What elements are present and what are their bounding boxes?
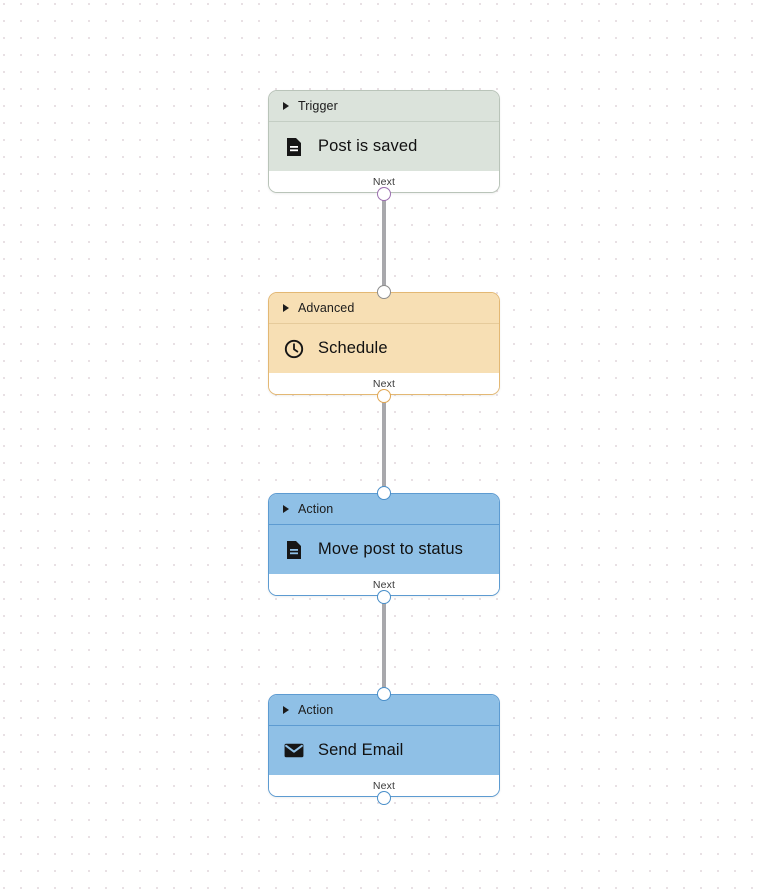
node-body-action-move-post[interactable]: Move post to status	[269, 525, 499, 574]
node-category-label: Action	[298, 703, 334, 717]
output-port-advanced[interactable]	[377, 389, 391, 403]
node-category-label: Advanced	[298, 301, 355, 315]
input-port-action-send-email[interactable]	[377, 687, 391, 701]
chevron-right-icon[interactable]	[283, 505, 289, 513]
node-body-action-send-email[interactable]: Send Email	[269, 726, 499, 775]
node-footer-next[interactable]: Next	[269, 171, 499, 192]
node-footer-next[interactable]: Next	[269, 775, 499, 796]
output-port-action-move-post[interactable]	[377, 590, 391, 604]
chevron-right-icon[interactable]	[283, 706, 289, 714]
node-body-trigger[interactable]: Post is saved	[269, 122, 499, 171]
node-title: Move post to status	[318, 540, 463, 558]
output-port-action-send-email[interactable]	[377, 791, 391, 805]
chevron-right-icon[interactable]	[283, 102, 289, 110]
workflow-node-trigger[interactable]: Trigger Post is saved Next	[268, 90, 500, 193]
input-port-action-move-post[interactable]	[377, 486, 391, 500]
document-icon	[284, 540, 304, 560]
chevron-right-icon[interactable]	[283, 304, 289, 312]
node-title: Send Email	[318, 741, 404, 759]
input-port-advanced[interactable]	[377, 285, 391, 299]
workflow-node-action-send-email[interactable]: Action Send Email Next	[268, 694, 500, 797]
document-icon	[284, 137, 304, 157]
node-title: Post is saved	[318, 137, 418, 155]
node-footer-next[interactable]: Next	[269, 373, 499, 394]
node-category-label: Action	[298, 502, 334, 516]
node-category-label: Trigger	[298, 99, 338, 113]
node-header-advanced[interactable]: Advanced	[269, 293, 499, 324]
clock-icon	[284, 339, 304, 359]
workflow-node-action-move-post[interactable]: Action Move post to status Next	[268, 493, 500, 596]
node-footer-next[interactable]: Next	[269, 574, 499, 595]
node-body-advanced[interactable]: Schedule	[269, 324, 499, 373]
node-header-trigger[interactable]: Trigger	[269, 91, 499, 122]
node-title: Schedule	[318, 339, 388, 357]
envelope-icon	[284, 741, 304, 761]
workflow-node-advanced[interactable]: Advanced Schedule Next	[268, 292, 500, 395]
output-port-trigger[interactable]	[377, 187, 391, 201]
